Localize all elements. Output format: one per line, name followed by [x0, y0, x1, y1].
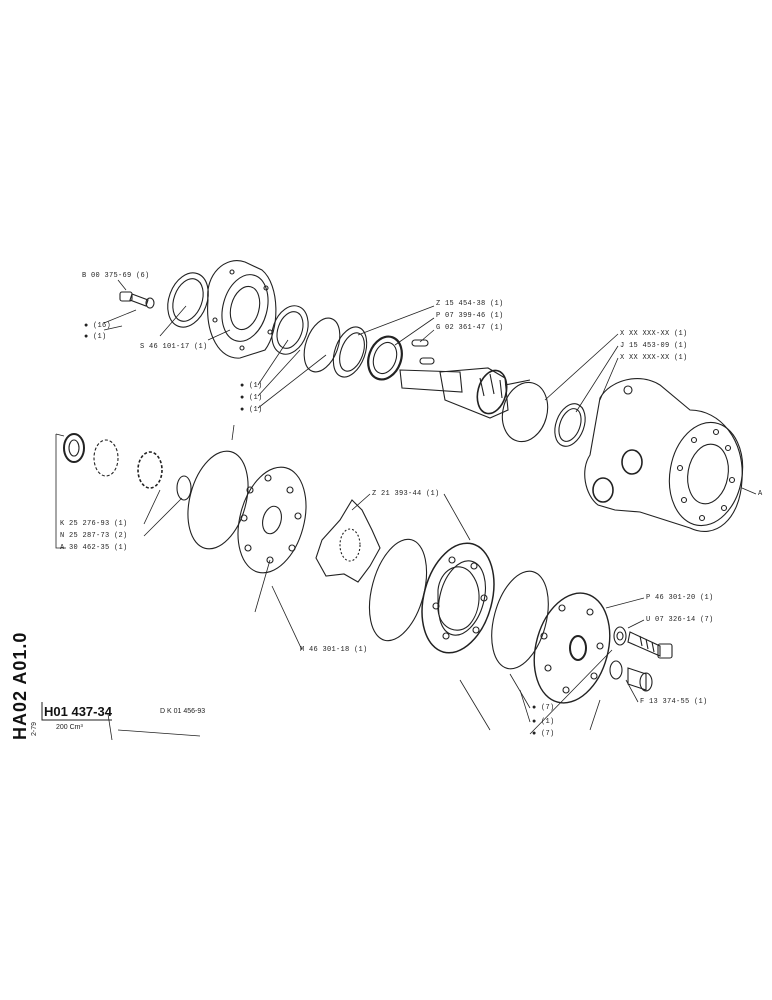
side-small-code: 2-79 [31, 721, 38, 736]
gerotor-stator-part [421, 542, 495, 654]
label-bullet-7a: ● (7) [532, 704, 555, 712]
valve-plate-part [237, 466, 307, 574]
leader-lines [55, 279, 757, 741]
reference-number: D K 01 456-93 [160, 708, 206, 715]
label-xxx1: X XX XXX-XX (1) [620, 330, 688, 338]
label-j15453: J 15 453-09 (1) [620, 342, 688, 350]
spline-gear-part [137, 451, 163, 489]
retaining-ring-part [176, 475, 192, 501]
label-u07326: U 07 326-14 (7) [646, 616, 714, 624]
label-z21393: Z 21 393-44 (1) [372, 490, 440, 498]
label-p07399: P 07 399-46 (1) [436, 312, 504, 320]
label-n25287: N 25 287-73 (2) [60, 532, 128, 540]
label-m46301: M 46 301-18 (1) [300, 646, 368, 654]
label-s46101: S 46 101-17 (1) [140, 343, 208, 351]
o-ring-part [271, 305, 309, 355]
label-bullet-1d: ● (1) [240, 406, 263, 414]
seal-cap-part [63, 433, 85, 463]
plug-part [627, 667, 653, 692]
washer-small-part [613, 626, 627, 646]
label-bullet-16: ● (16) [84, 322, 112, 330]
seal-ring-part [167, 272, 209, 328]
mounting-flange-part [207, 260, 277, 359]
capacity-label: 200 Cm³ [56, 724, 83, 731]
part-number: H01 437-34 [44, 704, 112, 719]
plug-washer-part [609, 660, 623, 680]
end-cover-part [533, 592, 611, 704]
label-b00375: B 00 375-69 (6) [82, 272, 150, 280]
drive-shaft-part [399, 367, 549, 443]
end-o-ring-part [491, 570, 549, 670]
bearing-part [367, 335, 403, 381]
label-z15454: Z 15 454-38 (1) [436, 300, 504, 308]
gerotor-rotor-part [315, 499, 381, 583]
key-pin-part [411, 339, 435, 365]
spline-coupling-part [93, 439, 119, 477]
cap-screw-part [627, 631, 673, 659]
shaft-seal-ring-part [554, 403, 586, 447]
label-arrow-a: A [758, 490, 763, 498]
washer-part [303, 317, 341, 373]
bolt-part [119, 291, 155, 309]
label-bullet-1b: ● (1) [240, 382, 263, 390]
label-p46301: P 46 301-20 (1) [646, 594, 714, 602]
label-g02361: G 02 361-47 (1) [436, 324, 504, 332]
label-a30462: A 30 462-35 (1) [60, 544, 128, 552]
label-bullet-1e: ● (1) [532, 718, 555, 726]
label-bullet-7b: ● (7) [532, 730, 555, 738]
large-o-ring-part [187, 450, 249, 550]
label-xxx2: X XX XXX-XX (1) [620, 354, 688, 362]
label-k25276: K 25 276-93 (1) [60, 520, 128, 528]
label-bullet-1a: ● (1) [84, 333, 107, 341]
motor-housing-part [584, 378, 744, 533]
label-bullet-1c: ● (1) [240, 394, 263, 402]
thrust-disk-part [332, 326, 368, 378]
label-f13374: F 13 374-55 (1) [640, 698, 708, 706]
